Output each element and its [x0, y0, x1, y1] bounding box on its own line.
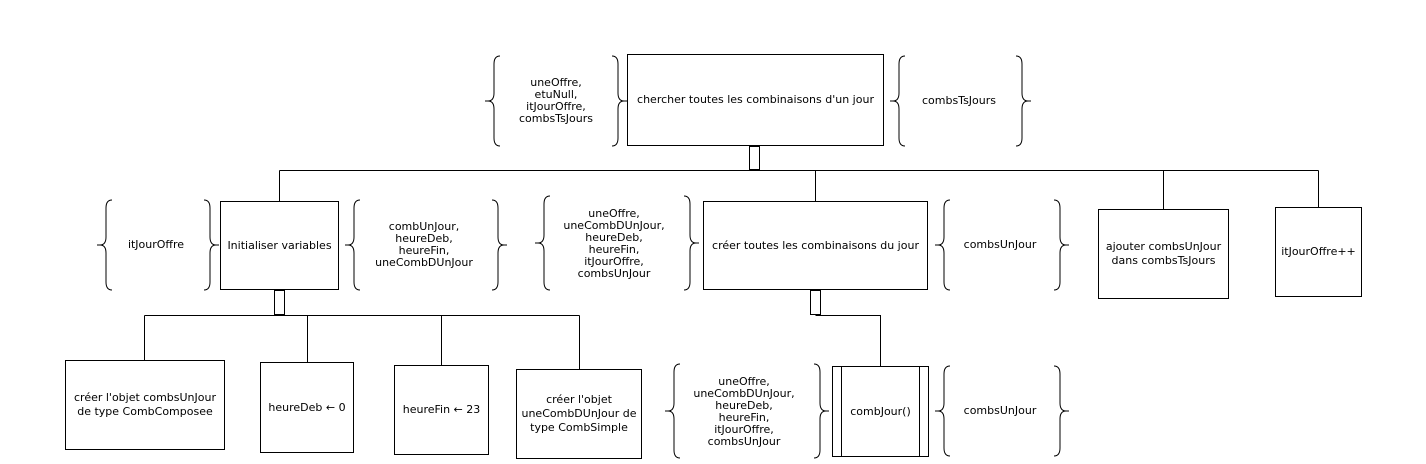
module-heure-deb-label: heureDeb ← 0 — [268, 400, 346, 414]
create-all-connector-stub — [810, 290, 821, 315]
module-create-comb-un-jour[interactable]: créer l'objet combsUnJour de type CombCo… — [65, 360, 225, 450]
module-init[interactable]: Initialiser variables — [220, 201, 339, 290]
module-heure-fin-label: heureFin ← 23 — [402, 403, 481, 416]
link-comb-jour — [815, 315, 881, 366]
module-comb-jour-label: combJour() — [850, 404, 911, 418]
module-add[interactable]: ajouter combsUnJour dans combsTsJours — [1098, 209, 1229, 299]
module-create-comb-un-jour-label: créer l'objet combsUnJour de type CombCo… — [73, 391, 216, 418]
module-create-un-comb-label: créer l'objet uneCombDUnJour de type Com… — [521, 393, 637, 434]
param-create-all-out: combsUnJour — [963, 238, 1037, 251]
param-root-out: combsTsJours — [921, 94, 997, 107]
init-connector-stub — [274, 290, 285, 315]
module-heure-deb[interactable]: heureDeb ← 0 — [260, 362, 354, 453]
module-init-label: Initialiser variables — [227, 238, 332, 252]
param-init-out: combUnJour, heureDeb, heureFin, uneCombD… — [375, 220, 473, 269]
param-create-all-in: uneOffre, uneCombDUnJour, heureDeb, heur… — [563, 207, 665, 280]
module-root-label: chercher toutes les combinaisons d'un jo… — [637, 93, 874, 106]
brace-close-create-all-in — [683, 195, 697, 291]
param-comb-jour-in: uneOffre, uneCombDUnJour, heureDeb, heur… — [693, 375, 795, 448]
param-comb-jour-out: combsUnJour — [963, 404, 1037, 417]
module-root[interactable]: chercher toutes les combinaisons d'un jo… — [627, 54, 884, 146]
module-comb-jour[interactable]: combJour() — [832, 366, 929, 457]
module-add-label: ajouter combsUnJour dans combsTsJours — [1105, 240, 1222, 267]
root-connector-stub — [749, 146, 760, 170]
param-root-in: uneOffre, etuNull, itJourOffre, combsTsJ… — [518, 76, 594, 125]
param-init-in: itJourOffre — [127, 238, 185, 251]
module-increment[interactable]: itJourOffre++ — [1275, 207, 1362, 297]
module-create-all[interactable]: créer toutes les combinaisons du jour — [703, 201, 928, 290]
module-heure-fin[interactable]: heureFin ← 23 — [394, 365, 489, 455]
module-create-un-comb[interactable]: créer l'objet uneCombDUnJour de type Com… — [516, 369, 642, 459]
module-create-all-label: créer toutes les combinaisons du jour — [712, 238, 919, 252]
module-increment-label: itJourOffre++ — [1281, 245, 1356, 258]
